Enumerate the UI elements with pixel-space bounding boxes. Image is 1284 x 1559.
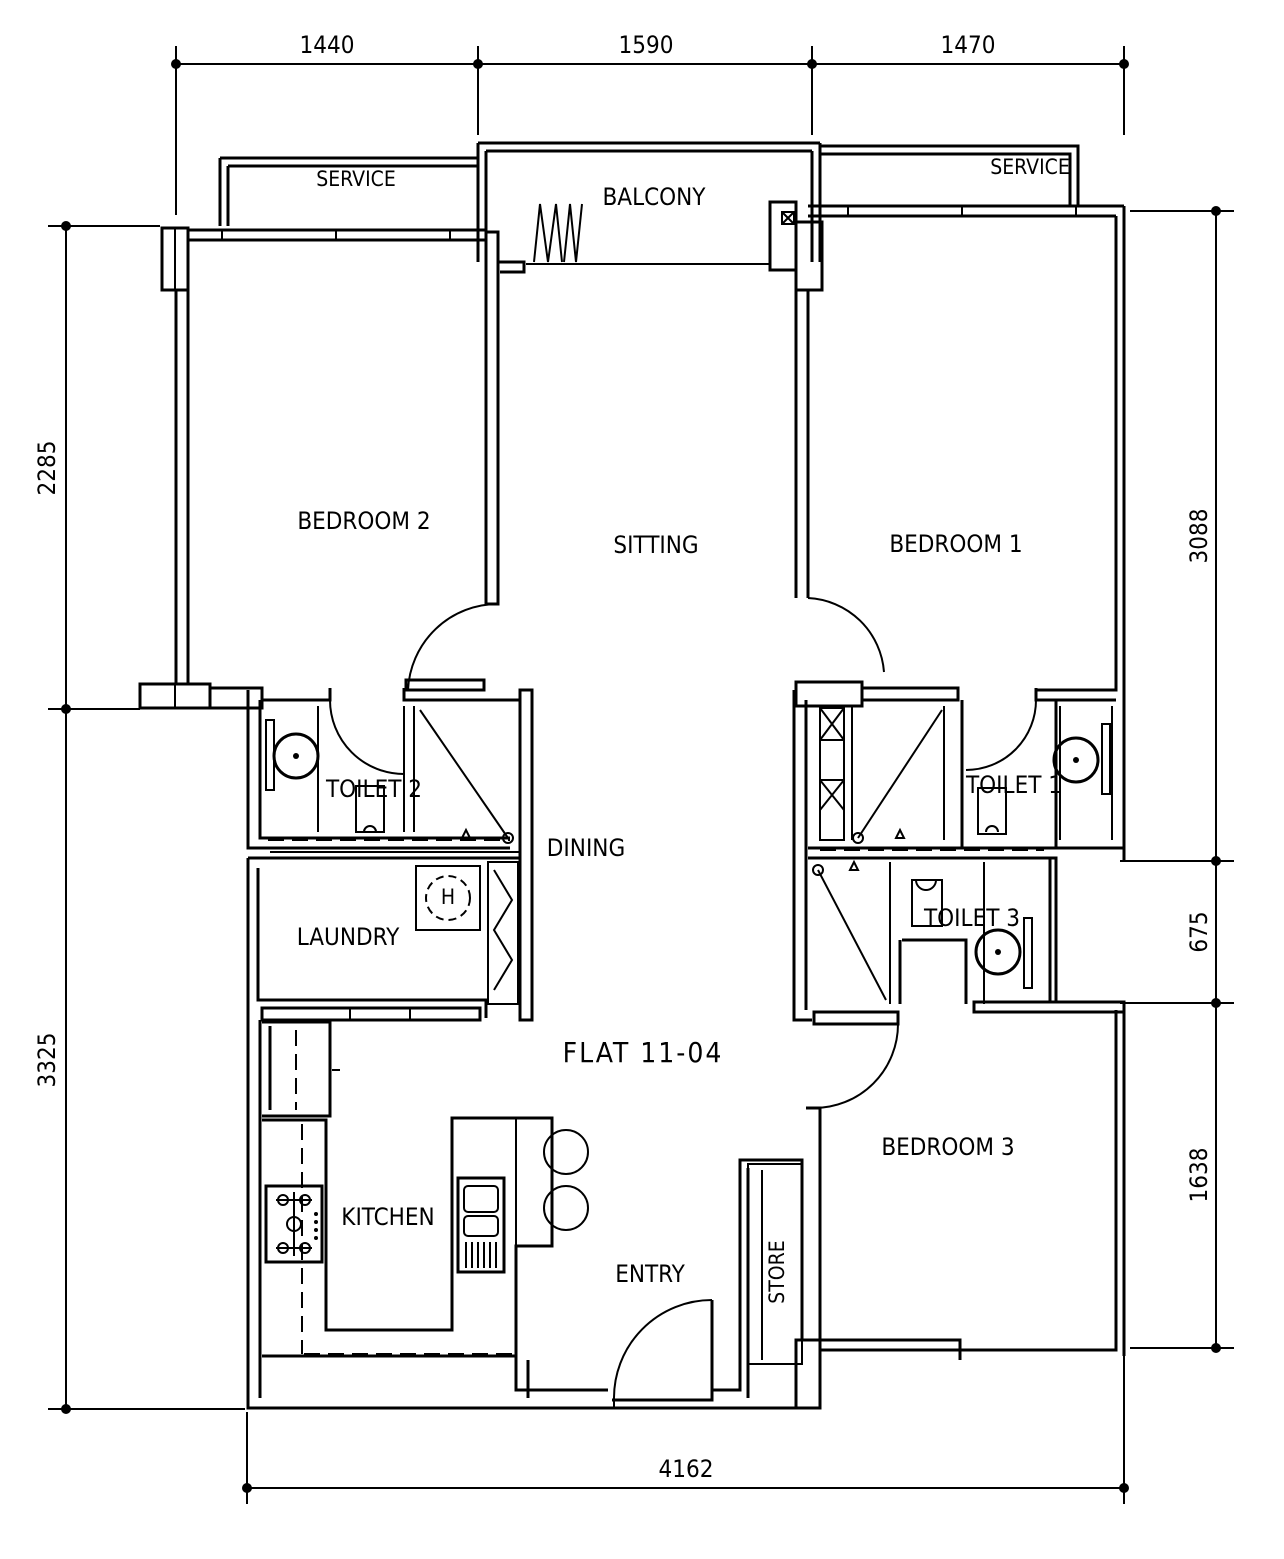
dim-top-2: 1590 — [619, 31, 674, 59]
label-toilet-1: TOILET 1 — [965, 771, 1062, 799]
label-sitting: SITTING — [613, 531, 698, 559]
dimension-lines — [48, 46, 1234, 1504]
label-service-right: SERVICE — [990, 155, 1070, 179]
label-toilet-2: TOILET 2 — [325, 775, 422, 803]
label-bedroom-2: BEDROOM 2 — [297, 507, 430, 535]
label-toilet-3: TOILET 3 — [923, 904, 1020, 932]
dimension-labels: 1440 1590 1470 2285 3325 3088 675 1638 4… — [33, 31, 1213, 1483]
label-store: STORE — [765, 1240, 789, 1303]
fixtures — [264, 709, 1111, 1274]
label-dining: DINING — [547, 834, 625, 862]
dim-right-2: 675 — [1185, 911, 1213, 952]
label-balcony: BALCONY — [602, 183, 706, 211]
dim-left-2: 3325 — [33, 1033, 61, 1088]
label-entry: ENTRY — [615, 1260, 685, 1288]
label-bedroom-1: BEDROOM 1 — [889, 530, 1022, 558]
dim-right-3: 1638 — [1185, 1148, 1213, 1203]
dim-right-1: 3088 — [1185, 509, 1213, 564]
label-laundry: LAUNDRY — [297, 923, 400, 951]
dim-top-1: 1440 — [300, 31, 355, 59]
dim-bottom: 4162 — [659, 1455, 714, 1483]
room-labels: SERVICE SERVICE BALCONY BEDROOM 2 SITTIN… — [297, 155, 1070, 1304]
dim-left-1: 2285 — [33, 441, 61, 496]
label-kitchen: KITCHEN — [341, 1203, 434, 1231]
door-swings — [329, 597, 1037, 1408]
label-bedroom-3: BEDROOM 3 — [881, 1133, 1014, 1161]
washer-mark: H — [441, 885, 455, 909]
dim-top-3: 1470 — [941, 31, 996, 59]
label-flat-number: FLAT 11-04 — [563, 1036, 724, 1069]
walls: H — [138, 141, 1126, 1410]
label-service-left: SERVICE — [316, 167, 396, 191]
